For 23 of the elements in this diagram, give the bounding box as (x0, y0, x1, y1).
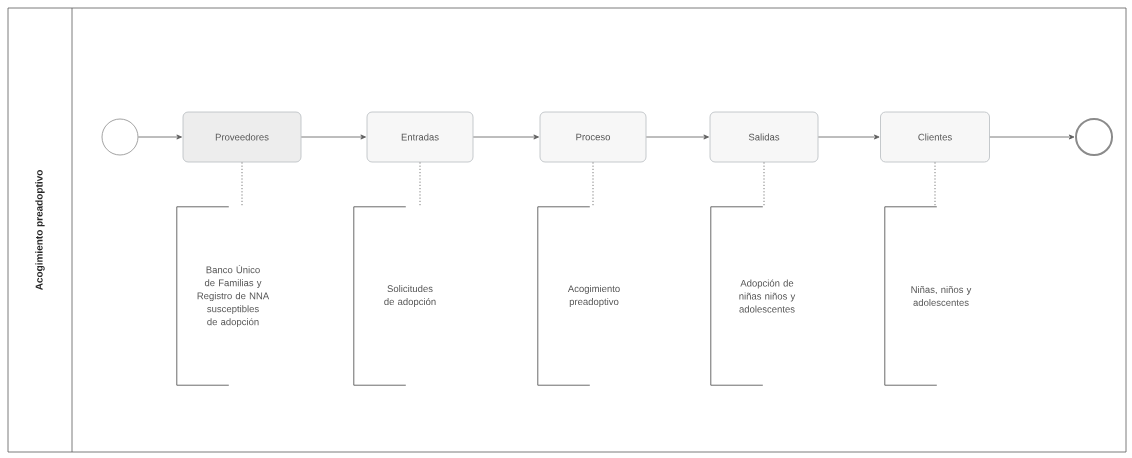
connector (138, 134, 182, 140)
text-annotation: Banco Único de Familias y Registro de NNA susceptibles de adopción (176, 206, 270, 386)
text-annotation: Solicitudes de adopción (353, 206, 436, 386)
task-box: Proceso (539, 111, 647, 163)
connector (241, 162, 243, 208)
task-box: Salidas (709, 111, 819, 163)
text-annotation: Niñas, niños y adolescentes (884, 206, 972, 386)
connector (473, 134, 539, 140)
text-annotation: Adopción de niñas niños y adolescentes (710, 206, 796, 386)
connector (989, 134, 1075, 140)
connector (763, 162, 765, 208)
connector (646, 134, 709, 140)
task-box: Proveedores (182, 111, 302, 163)
event-circle (101, 118, 139, 156)
connector (301, 134, 366, 140)
task-box: Clientes (880, 111, 990, 163)
text-annotation: Acogimiento preadoptivo (537, 206, 620, 386)
connector (934, 162, 936, 208)
connector (818, 134, 880, 140)
connector (592, 162, 594, 208)
event-circle (1075, 118, 1113, 156)
connector (419, 162, 421, 208)
task-box: Entradas (366, 111, 474, 163)
